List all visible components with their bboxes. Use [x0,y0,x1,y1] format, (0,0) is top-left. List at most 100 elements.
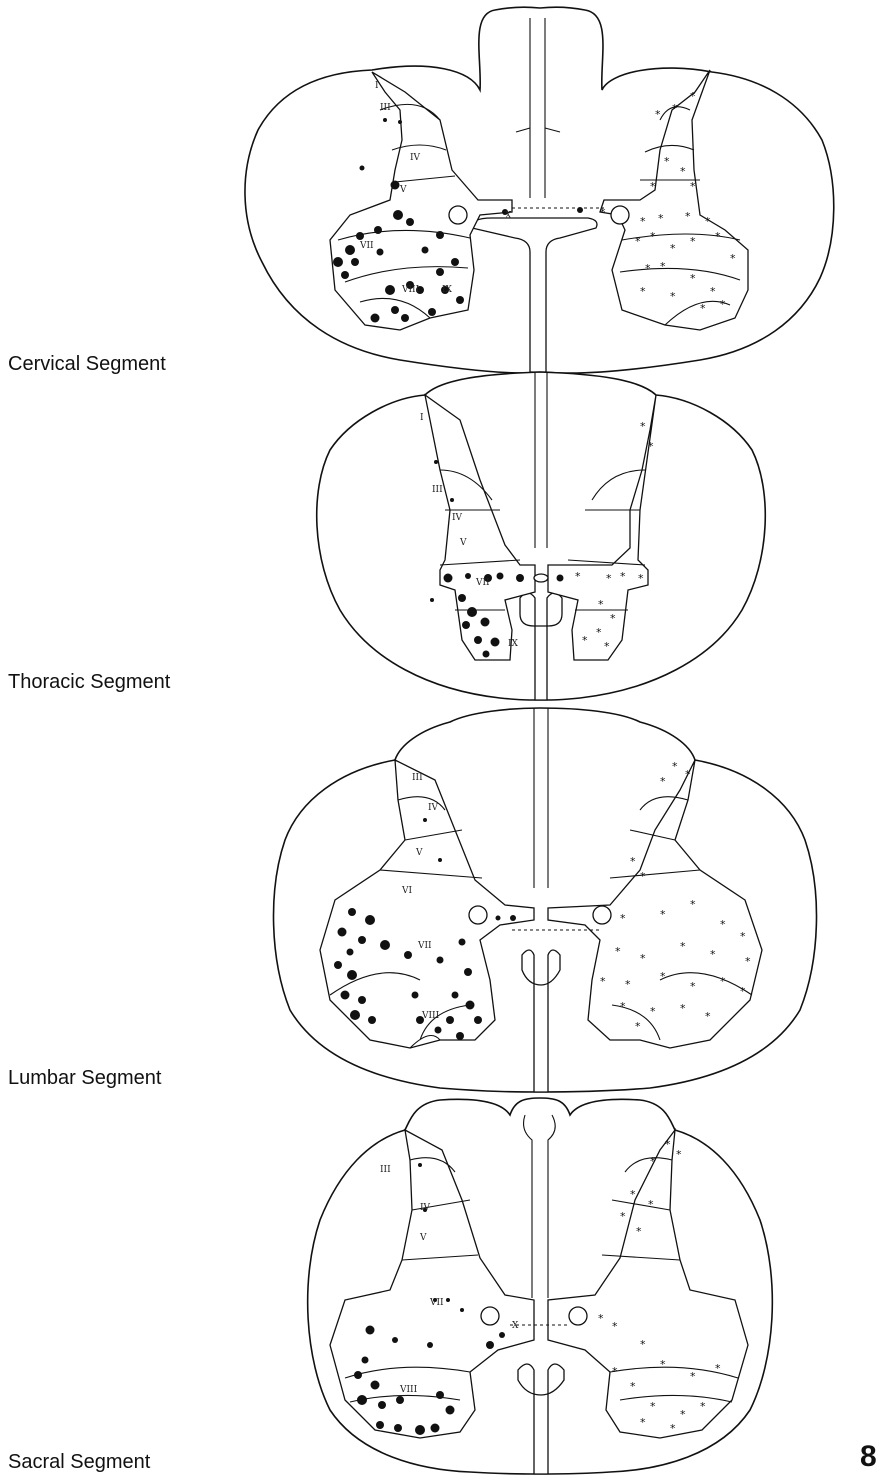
svg-text:*: * [620,1210,626,1223]
svg-text:*: * [660,775,666,788]
svg-text:VII: VII [417,941,432,951]
sacral-cross-section: *** *** *** *** *** *** ** III IV V VII … [308,1098,773,1474]
svg-text:V: V [419,1233,427,1243]
svg-text:*: * [670,1422,676,1435]
svg-text:*: * [672,760,678,773]
svg-text:VII: VII [475,578,490,588]
svg-text:*: * [655,108,661,121]
svg-text:*: * [730,252,736,265]
svg-text:*: * [638,572,644,585]
svg-text:*: * [596,626,602,639]
svg-text:*: * [598,598,604,611]
svg-text:*: * [620,570,626,583]
svg-text:*: * [650,1400,656,1413]
svg-text:*: * [640,420,646,433]
svg-text:*: * [690,272,696,285]
svg-text:*: * [645,262,651,275]
lumbar-cross-section: *** *** *** *** *** *** *** *** ** III I… [274,708,817,1092]
svg-text:*: * [740,985,746,998]
svg-text:VII: VII [359,241,374,251]
svg-text:*: * [720,975,726,988]
svg-text:*: * [640,215,646,228]
svg-text:*: * [610,612,616,625]
svg-text:*: * [620,1000,626,1013]
svg-text:*: * [650,1155,656,1168]
svg-text:III: III [432,485,443,495]
svg-text:*: * [690,1370,696,1383]
svg-text:*: * [635,1020,641,1033]
svg-text:*: * [700,302,706,315]
svg-text:*: * [575,570,581,583]
cervical-cross-section: *** *** *** *** *** *** *** *** ** I III… [245,7,834,373]
svg-text:*: * [658,212,664,225]
svg-text:VI: VI [401,886,412,896]
svg-text:*: * [640,870,646,883]
svg-text:*: * [625,978,631,991]
svg-text:*: * [720,918,726,931]
svg-text:IV: IV [420,1203,431,1213]
svg-text:VIII: VIII [399,1385,418,1395]
svg-text:*: * [630,1380,636,1393]
svg-text:*: * [690,235,696,248]
svg-text:*: * [635,235,641,248]
svg-text:*: * [705,1010,711,1023]
svg-text:*: * [630,1188,636,1201]
svg-text:IV: IV [410,153,421,163]
svg-text:*: * [685,210,691,223]
svg-text:IV: IV [428,803,439,813]
svg-text:*: * [672,102,678,115]
svg-text:X: X [512,1321,519,1331]
svg-text:*: * [640,285,646,298]
svg-text:*: * [680,940,686,953]
svg-text:*: * [615,945,621,958]
svg-text:III: III [380,103,391,113]
svg-text:*: * [680,1002,686,1015]
svg-text:*: * [582,634,588,647]
svg-text:*: * [604,640,610,653]
svg-text:*: * [660,1358,666,1371]
svg-text:*: * [660,260,666,273]
svg-text:I: I [375,81,379,91]
svg-text:*: * [620,912,626,925]
svg-text:IX: IX [508,639,519,649]
svg-text:*: * [670,242,676,255]
svg-text:*: * [690,90,696,103]
svg-text:I: I [420,413,424,423]
svg-text:VIII: VIII [401,285,420,295]
svg-text:*: * [606,572,612,585]
svg-text:*: * [680,165,686,178]
svg-text:*: * [640,1338,646,1351]
svg-text:*: * [664,155,670,168]
svg-text:V: V [399,185,407,195]
svg-text:III: III [412,773,423,783]
svg-text:*: * [648,440,654,453]
svg-text:*: * [740,930,746,943]
svg-text:*: * [710,285,716,298]
svg-text:III: III [380,1165,391,1175]
svg-text:VII: VII [429,1298,444,1308]
svg-text:*: * [676,1148,682,1161]
svg-text:*: * [670,290,676,303]
svg-text:*: * [710,948,716,961]
svg-text:*: * [660,908,666,921]
svg-text:*: * [665,1138,671,1151]
svg-text:*: * [700,1400,706,1413]
svg-text:*: * [636,1225,642,1238]
svg-text:*: * [650,230,656,243]
svg-text:*: * [690,898,696,911]
svg-text:*: * [612,1320,618,1333]
svg-text:V: V [415,848,423,858]
svg-text:X: X [505,211,512,221]
svg-text:IV: IV [452,513,463,523]
svg-text:*: * [640,1416,646,1429]
svg-text:IX: IX [442,285,453,295]
svg-text:*: * [690,980,696,993]
svg-text:*: * [650,1005,656,1018]
svg-text:*: * [630,855,636,868]
svg-text:*: * [598,1312,604,1325]
svg-text:*: * [600,206,606,219]
svg-text:*: * [745,955,751,968]
svg-text:*: * [715,230,721,243]
svg-text:*: * [612,1365,618,1378]
